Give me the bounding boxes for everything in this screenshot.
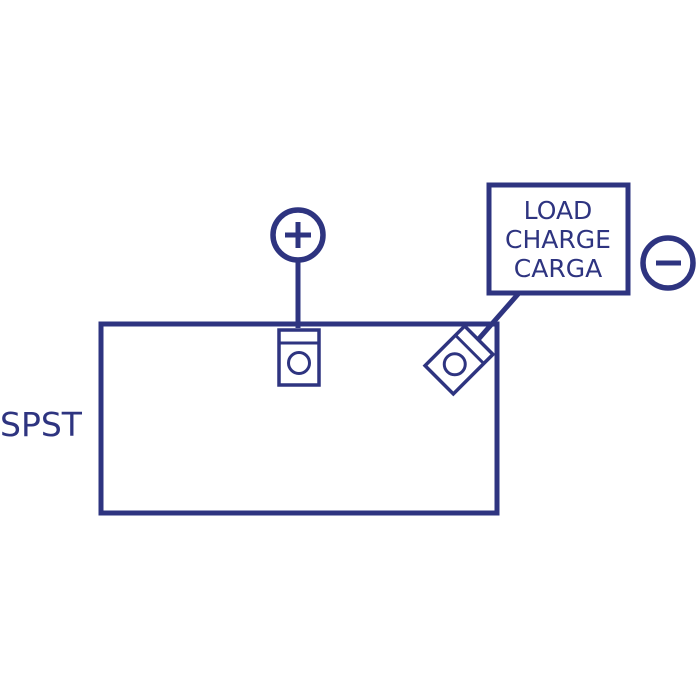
plus-icon	[285, 222, 311, 248]
terminal-lug-positive	[277, 328, 321, 387]
load-box	[486, 182, 631, 296]
load-label-line-3: CARGA	[514, 254, 602, 283]
load-wire	[474, 291, 521, 344]
terminal-lug-load	[422, 323, 496, 397]
switch-type-label: SPST	[0, 405, 83, 444]
load-label-line-2: CHARGE	[505, 225, 611, 254]
load-label-line-1: LOAD	[524, 196, 593, 225]
